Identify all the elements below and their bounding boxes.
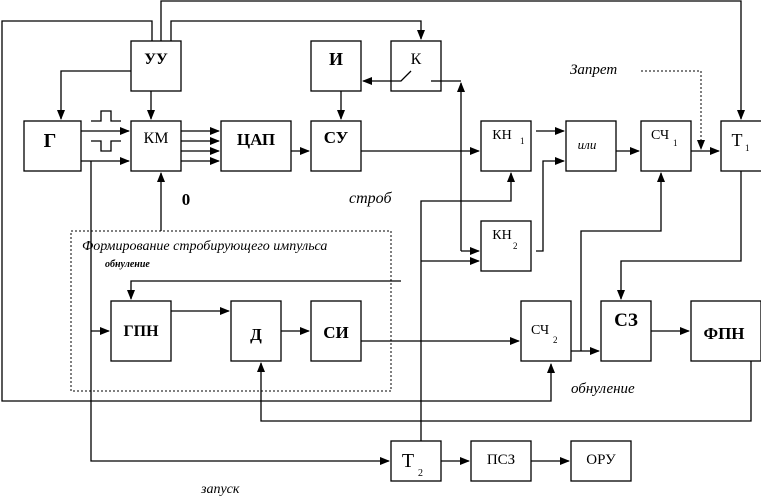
strobe-group-frame xyxy=(70,230,392,392)
block-fpn-label: ФПН xyxy=(703,324,744,343)
obnulenie-top-label: обнуление xyxy=(105,259,150,270)
block-kn1-label: КН xyxy=(492,128,511,143)
block-km: КМ xyxy=(130,120,182,172)
block-ili: или xyxy=(565,120,617,172)
connections xyxy=(1,0,752,465)
block-g-label: Г xyxy=(44,130,57,152)
block-psz-label: ПСЗ xyxy=(487,452,515,468)
switch-icon xyxy=(391,70,412,82)
svg-text:2: 2 xyxy=(553,335,558,345)
block-sz-label: СЗ xyxy=(614,310,638,331)
block-i-label: И xyxy=(329,49,343,69)
block-k-label: К xyxy=(411,51,422,68)
block-kn1: КН 1 xyxy=(480,120,532,172)
block-gpn-label: ГПН xyxy=(123,323,159,340)
block-oru-label: ОРУ xyxy=(586,452,616,468)
block-su-label: СУ xyxy=(324,128,349,147)
block-kn2-label: КН xyxy=(492,228,511,243)
svg-text:2: 2 xyxy=(418,468,423,479)
block-kn2: КН 2 xyxy=(480,220,532,272)
wire-uu-loop-left xyxy=(1,20,555,402)
block-oru: ОРУ xyxy=(570,440,632,482)
block-t1: Т 1 xyxy=(720,120,761,172)
block-si-label: СИ xyxy=(323,323,349,342)
block-i: И xyxy=(310,40,362,92)
block-sch1-label: СЧ xyxy=(651,128,669,143)
zapusk-label: запуск xyxy=(200,482,240,497)
svg-text:2: 2 xyxy=(513,241,518,251)
block-cap-label: ЦАП xyxy=(237,130,275,149)
block-uu: УУ xyxy=(130,40,182,92)
block-sch1: СЧ 1 xyxy=(640,120,692,172)
block-ili-label: или xyxy=(578,137,597,152)
pulse-positive-icon xyxy=(91,110,121,122)
block-t2: Т 2 xyxy=(390,440,442,482)
wire-uu-k xyxy=(170,20,425,41)
strob-label: строб xyxy=(349,190,392,207)
block-psz: ПСЗ xyxy=(470,440,532,482)
block-sz: СЗ xyxy=(600,300,652,362)
block-km-label: КМ xyxy=(144,130,169,147)
zero-label: 0 xyxy=(182,190,191,209)
block-g: Г xyxy=(23,120,82,172)
block-su: СУ xyxy=(310,120,362,172)
svg-text:1: 1 xyxy=(745,143,750,153)
block-fpn: ФПН xyxy=(690,300,761,362)
block-cap: ЦАП xyxy=(220,120,292,172)
pulse-negative-icon xyxy=(91,140,121,152)
group-title: Формирование стробирующего импульса xyxy=(82,239,327,254)
block-k: К xyxy=(390,40,442,92)
block-t2-label: Т xyxy=(402,450,414,472)
block-uu-label: УУ xyxy=(144,51,168,68)
block-sch2: СЧ 2 xyxy=(520,300,572,362)
block-d: Д xyxy=(230,300,282,362)
block-gpn: ГПН xyxy=(110,300,172,362)
zapret-label: Запрет xyxy=(570,62,617,78)
block-d-label: Д xyxy=(250,325,262,344)
wire-uu-g xyxy=(57,70,131,120)
svg-text:1: 1 xyxy=(520,136,525,146)
obnulenie-bottom-label: обнуление xyxy=(571,381,635,397)
wire-uu-t1 xyxy=(160,0,745,120)
block-sch2-label: СЧ xyxy=(531,323,549,338)
block-t1-label: Т xyxy=(732,130,743,150)
block-si: СИ xyxy=(310,300,362,362)
svg-text:1: 1 xyxy=(673,138,678,148)
